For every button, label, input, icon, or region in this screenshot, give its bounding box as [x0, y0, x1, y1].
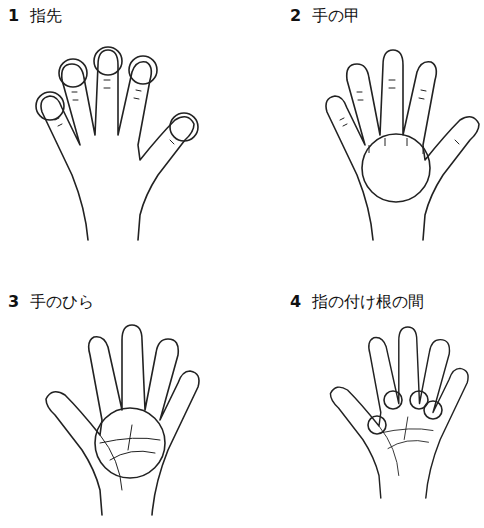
hand-back-fingertips [36, 47, 198, 240]
panel-caption: 手のひら [30, 292, 94, 312]
hand-back [326, 50, 479, 240]
panel-caption: 指先 [30, 6, 62, 26]
panel-caption: 指の付け根の間 [312, 292, 424, 312]
panel-number: 3 [8, 292, 19, 312]
panel-number: 2 [290, 6, 301, 26]
panel-number: 4 [290, 292, 301, 312]
hand-finger-webs [330, 327, 468, 498]
web-circles [368, 391, 442, 434]
hand-palm [46, 325, 199, 515]
panel-number: 1 [8, 6, 19, 26]
panel-caption: 手の甲 [312, 6, 360, 26]
